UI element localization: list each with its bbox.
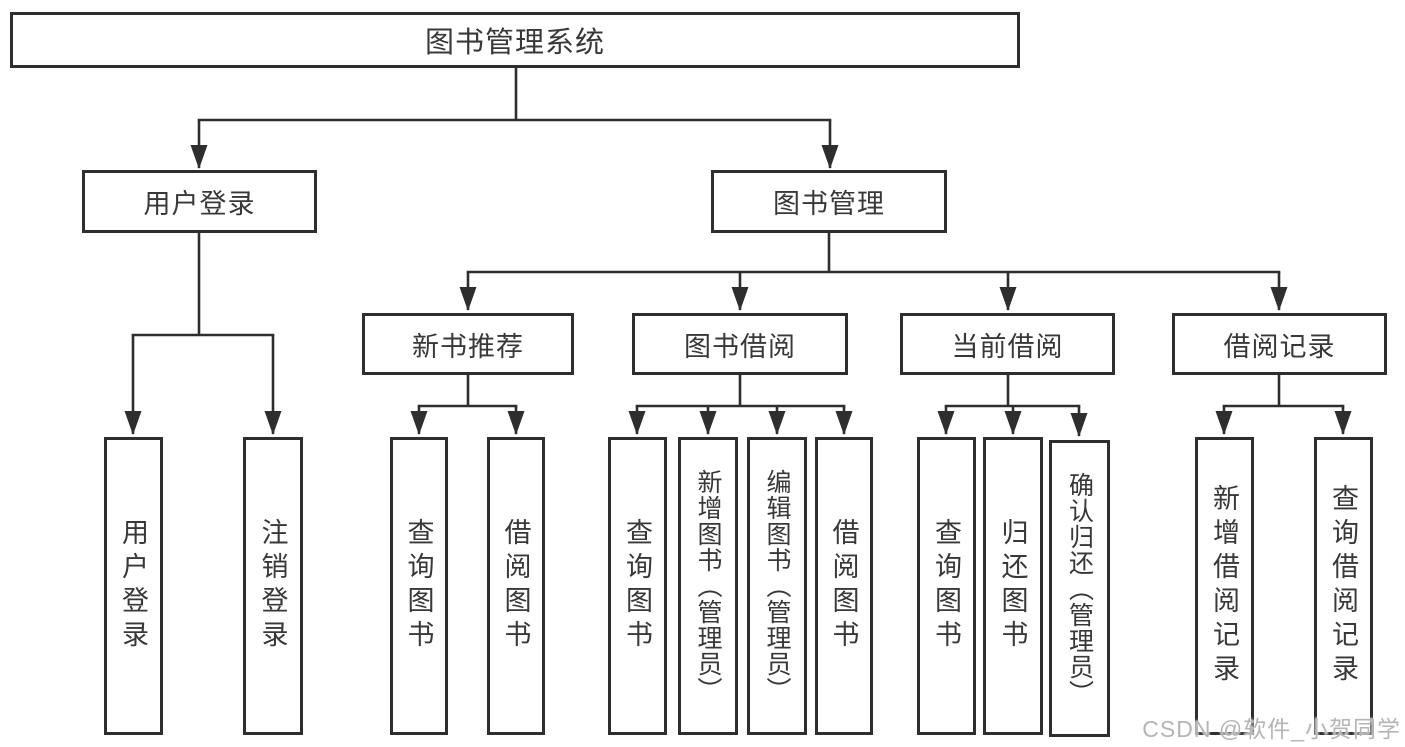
- leaf-user-login-label: 用户登录: [118, 518, 148, 654]
- leaf-add-books-admin: 新增图书（管理员）: [678, 437, 738, 735]
- leaf-confirm-return-admin-label: 确认归还（管理员）: [1065, 471, 1094, 706]
- leaf-query-books-3: 查询图书: [917, 437, 976, 735]
- node-new-book-recommend-label: 新书推荐: [412, 331, 524, 362]
- node-book-borrow: 图书借阅: [632, 313, 848, 375]
- connector-book-borrow: [628, 375, 853, 435]
- leaf-borrow-books-2-label: 借阅图书: [828, 518, 859, 654]
- node-user-login-label: 用户登录: [143, 189, 256, 219]
- connector-borrow-records: [1215, 375, 1352, 435]
- leaf-confirm-return-admin: 确认归还（管理员）: [1049, 440, 1110, 737]
- leaf-borrow-books-2: 借阅图书: [815, 437, 873, 735]
- leaf-borrow-books-1-label: 借阅图书: [500, 518, 531, 654]
- node-current-borrow: 当前借阅: [900, 313, 1115, 375]
- leaf-add-books-admin-label: 新增图书（管理员）: [694, 469, 722, 703]
- leaf-user-login: 用户登录: [104, 437, 163, 735]
- node-book-borrow-label: 图书借阅: [684, 331, 796, 362]
- leaf-query-books-2: 查询图书: [608, 437, 667, 735]
- node-root: 图书管理系统: [10, 12, 1020, 68]
- leaf-add-borrow-record-label: 新增借阅记录: [1209, 484, 1239, 688]
- leaf-logout-label: 注销登录: [257, 518, 288, 654]
- node-new-book-recommend: 新书推荐: [362, 313, 574, 375]
- csdn-watermark: CSDN @软件_小贺同学: [1142, 716, 1401, 742]
- connector-current-borrow: [937, 375, 1088, 437]
- connector-book-management: [459, 233, 1288, 311]
- leaf-logout: 注销登录: [243, 437, 303, 735]
- leaf-return-books: 归还图书: [983, 437, 1043, 735]
- leaf-query-borrow-record-label: 查询借阅记录: [1328, 484, 1358, 688]
- leaf-query-borrow-record: 查询借阅记录: [1314, 437, 1373, 735]
- leaf-edit-books-admin: 编辑图书（管理员）: [747, 437, 807, 735]
- connector-root: [190, 68, 839, 169]
- leaf-query-books-2-label: 查询图书: [622, 518, 652, 654]
- leaf-query-books-1: 查询图书: [390, 437, 448, 735]
- node-user-login: 用户登录: [82, 170, 317, 233]
- node-borrow-records-label: 借阅记录: [1223, 331, 1336, 362]
- connector-new-book-recommend: [410, 375, 525, 435]
- node-current-borrow-label: 当前借阅: [951, 331, 1064, 362]
- connector-user-login: [124, 233, 282, 435]
- node-root-label: 图书管理系统: [424, 27, 605, 59]
- leaf-return-books-label: 归还图书: [997, 518, 1028, 654]
- node-borrow-records: 借阅记录: [1172, 313, 1387, 375]
- leaf-query-books-1-label: 查询图书: [403, 518, 434, 654]
- node-book-management-label: 图书管理: [773, 189, 885, 219]
- node-book-management: 图书管理: [711, 170, 947, 233]
- leaf-borrow-books-1: 借阅图书: [487, 437, 545, 735]
- leaf-add-borrow-record: 新增借阅记录: [1195, 437, 1254, 735]
- leaf-edit-books-admin-label: 编辑图书（管理员）: [763, 469, 791, 703]
- leaf-query-books-3-label: 查询图书: [931, 518, 961, 654]
